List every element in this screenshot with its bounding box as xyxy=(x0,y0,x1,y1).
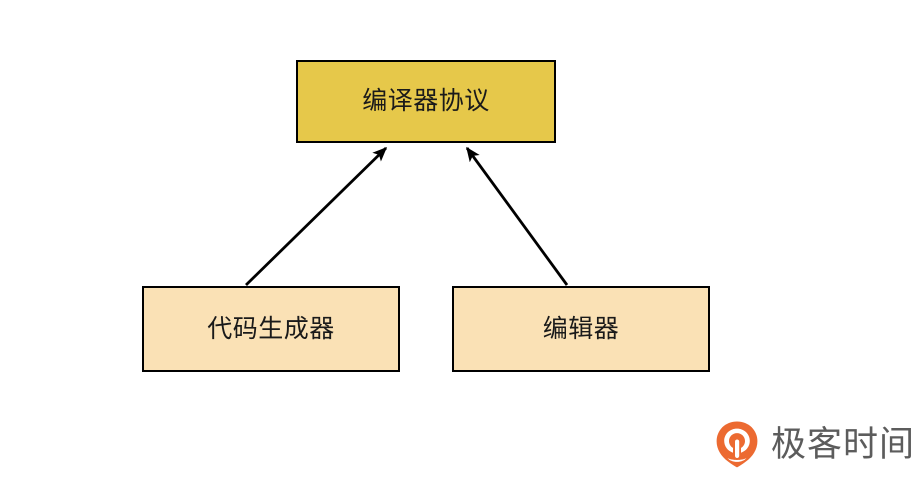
node-label: 编译器协议 xyxy=(362,87,490,115)
node-code-generator[interactable]: 代码生成器 xyxy=(142,286,400,372)
node-label: 编辑器 xyxy=(542,314,620,343)
watermark: 极客时间 xyxy=(711,418,912,470)
edge-editor-to-protocol xyxy=(465,146,569,286)
watermark-text: 极客时间 xyxy=(771,424,912,464)
geektime-pin-logo-icon xyxy=(716,421,758,468)
node-editor[interactable]: 编辑器 xyxy=(452,286,710,372)
node-compiler-protocol[interactable]: 编译器协议 xyxy=(296,60,556,143)
node-label: 代码生成器 xyxy=(207,314,335,343)
edge-codegen-to-protocol xyxy=(245,146,388,287)
